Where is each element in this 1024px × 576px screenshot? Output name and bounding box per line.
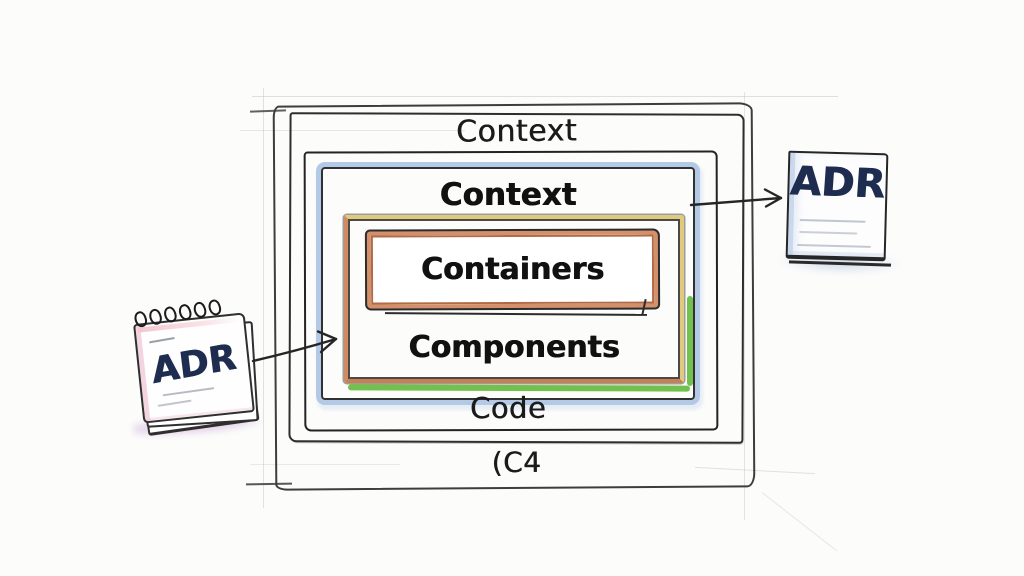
construction-line [744,92,746,520]
spiral-loop [161,304,179,325]
notepad-front-page: ADR [133,312,255,424]
construction-line [761,492,838,552]
construction-line [250,464,400,465]
c4-context-frame [321,167,695,400]
spiral-loop [191,300,209,320]
spiral-loop [147,307,164,327]
right-adr-arrowhead [763,188,783,208]
spiral-loop [132,309,150,329]
construction-line [263,88,265,508]
containers-label: Containers [420,252,605,287]
context-label: Context [439,177,577,213]
spiral-loop [176,302,194,322]
construction-line [240,130,465,131]
note-scribble-line [157,399,192,407]
adr-left-label: ADR [149,336,239,393]
construction-line [252,96,838,98]
components-label: Components [408,329,620,365]
code-label: Code [469,390,547,426]
note-scribble-line [148,336,175,344]
c4-caption-label: (C4 [491,445,542,479]
note-ruled-line [796,243,871,248]
c4-components-frame [344,215,684,383]
spiral-loop [206,297,224,318]
note-ruled-line [799,231,858,235]
green-accent-strip [687,296,693,386]
context-outer-label: Context [455,112,578,150]
note-ruled-line [799,219,866,223]
adr-notepad-icon: ADR [132,297,260,437]
adr-note-icon: ADR [785,150,889,262]
adr-right-label: ADR [788,158,887,208]
